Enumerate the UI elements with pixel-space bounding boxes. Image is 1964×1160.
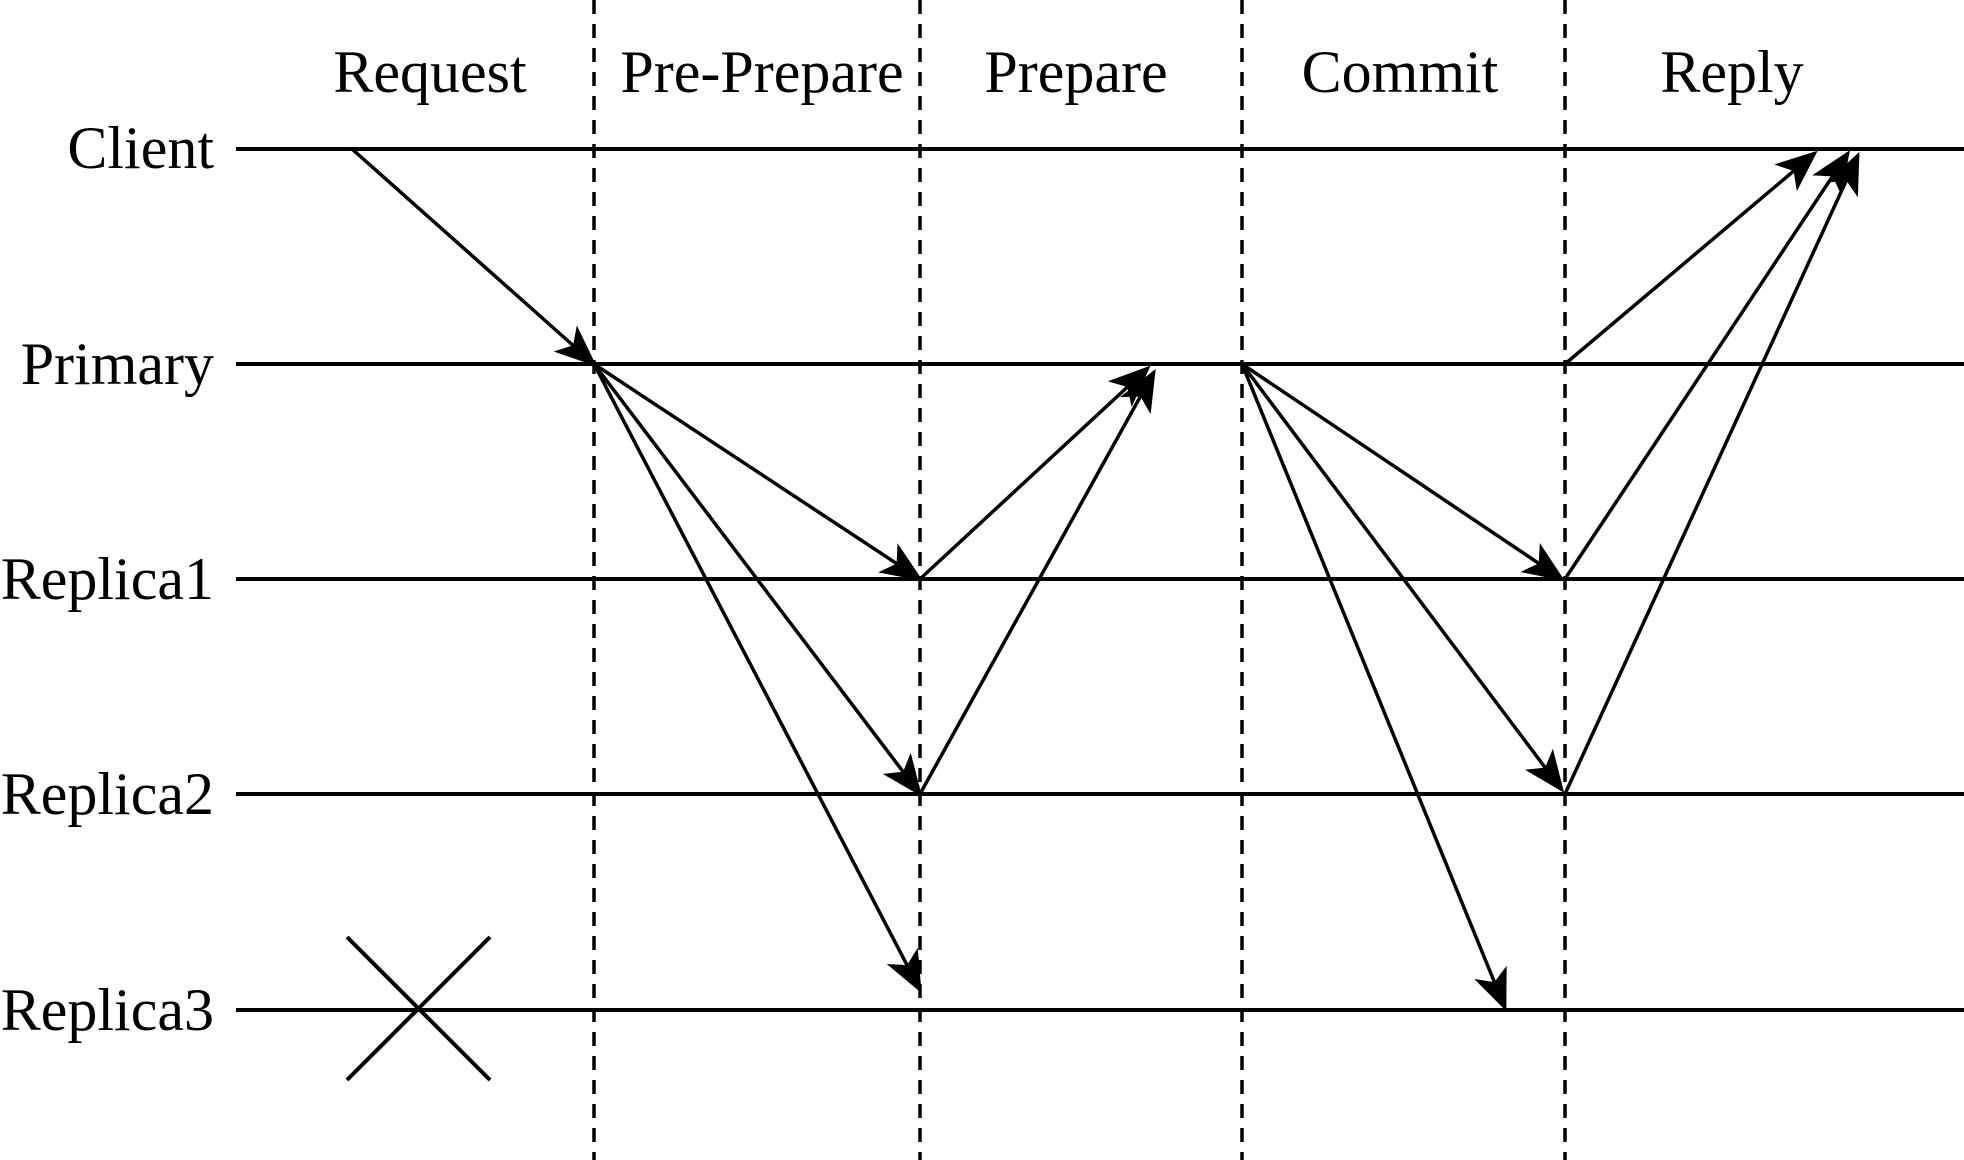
node-label-replica2: Replica2	[1, 761, 214, 827]
message-preprepare-primary-to-replica2	[592, 362, 923, 797]
phase-label-request: Request	[333, 39, 527, 105]
message-prepare-replica2-to-primary	[918, 368, 1156, 795]
message-reply-replica1-to-client	[1563, 150, 1850, 580]
message-preprepare-primary-to-replica3	[592, 363, 922, 994]
phase-label-reply: Reply	[1660, 39, 1803, 105]
message-commit-primary-to-replica3	[1240, 363, 1507, 1012]
phase-label-prepare: Prepare	[984, 39, 1167, 105]
message-prepare-replica1-to-primary	[918, 365, 1151, 581]
node-label-replica3: Replica3	[1, 977, 214, 1043]
node-label-primary: Primary	[21, 331, 214, 397]
phase-label-commit: Commit	[1302, 39, 1499, 105]
message-reply-primary-to-client	[1563, 150, 1818, 366]
message-preprepare-primary-to-replica1	[593, 362, 923, 581]
faulty-replica-cross-icon	[345, 935, 492, 1082]
phase-label-pre-prepare: Pre-Prepare	[620, 39, 903, 105]
message-request-client-to-primary	[350, 147, 597, 367]
message-reply-replica2-to-client	[1563, 151, 1860, 795]
node-label-replica1: Replica1	[1, 546, 214, 612]
message-commit-primary-to-replica2	[1240, 362, 1565, 793]
node-label-client: Client	[67, 115, 214, 181]
message-commit-primary-to-replica1	[1241, 362, 1565, 581]
